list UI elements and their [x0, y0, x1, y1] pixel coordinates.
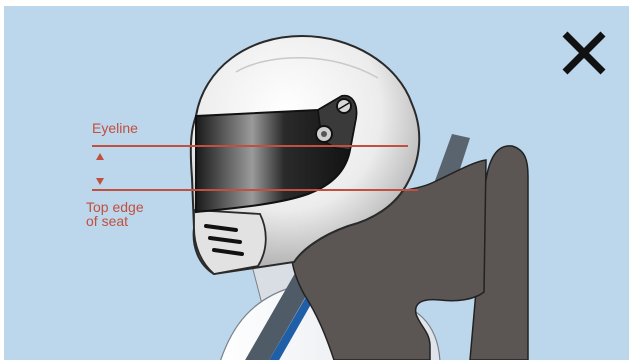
shoulder-belt [245, 268, 320, 360]
chin-vent [204, 224, 238, 232]
diagram-panel [4, 6, 629, 360]
helmet-crease [235, 57, 379, 79]
close-button[interactable] [556, 26, 612, 82]
seat-edge-label-line2: of seat [86, 213, 129, 229]
seat-edge-label-line1: Top edge [86, 199, 144, 215]
eyeline-label: Eyeline [92, 120, 138, 136]
arrow-up-icon [96, 153, 104, 160]
chin-vent [212, 248, 244, 256]
seat-position-illustration [92, 34, 529, 360]
close-icon [562, 31, 606, 75]
suit-stripe [269, 290, 318, 360]
chin-vent [208, 236, 242, 244]
arrow-down-icon [96, 178, 104, 185]
